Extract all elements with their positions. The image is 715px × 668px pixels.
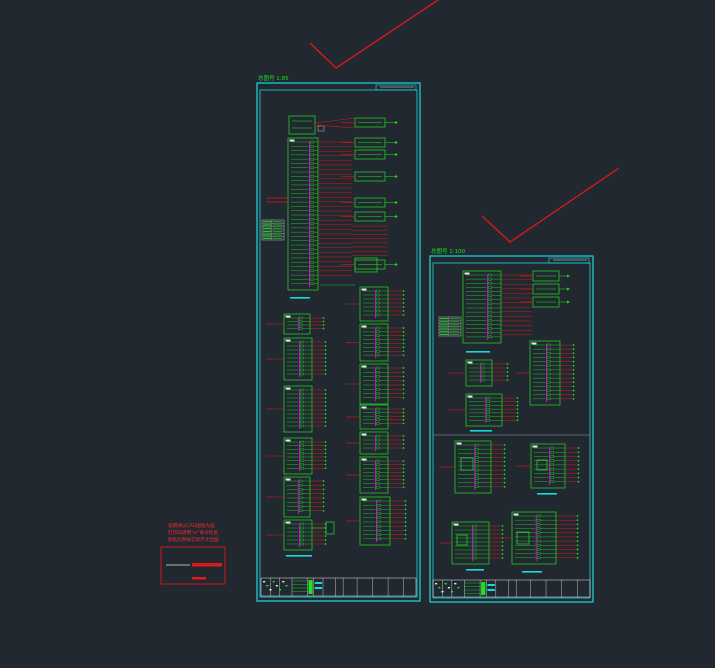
circuit-module (462, 270, 502, 344)
drawing-note-block[interactable]: 说明请以CAD图纸为准 打印前请用"zr"命令检查 图纸比例按实际尺寸出图 (160, 522, 226, 585)
small-relay (325, 521, 335, 535)
parameter-table (438, 316, 462, 337)
right-sheet-outer-frame (429, 255, 594, 603)
revision-check-mark-top (309, 0, 439, 69)
circuit-module (266, 385, 327, 433)
legend-box (160, 546, 226, 585)
incoming-meter (317, 125, 325, 132)
left-sheet-outer-frame (256, 82, 421, 602)
left-sheet-inner-frame (259, 89, 418, 598)
circuit-module (346, 363, 405, 405)
parameter-table (261, 219, 285, 241)
left-title-block (260, 577, 417, 597)
note-line-1: 说明请以CAD图纸为准 (168, 522, 215, 529)
legend-label-bar (192, 577, 206, 580)
diagram-caption-bar (286, 555, 312, 557)
circuit-module (266, 313, 325, 335)
right-sheet-corner-tag (548, 257, 590, 264)
transformer-symbol (456, 534, 468, 546)
left-sheet-corner-tag (375, 84, 417, 91)
diagram-caption-bar (537, 493, 557, 495)
right-sheet-inner-frame (432, 262, 591, 599)
diagram-caption-bar (470, 430, 492, 432)
breaker-box (519, 270, 570, 282)
transformer-symbol (516, 531, 530, 545)
revision-check-mark-right (481, 167, 620, 243)
left-drawing-sheet[interactable]: 总图号 1:85 (256, 74, 421, 602)
breaker-box (519, 296, 570, 308)
title-block-cells (260, 577, 417, 597)
circuit-module (266, 519, 327, 551)
breaker-box (341, 117, 398, 128)
legend-bar-red (192, 563, 222, 567)
circuit-module (346, 404, 405, 430)
circuit-module (346, 496, 407, 546)
breaker-box (341, 211, 398, 222)
circuit-module (516, 340, 575, 406)
breaker-box (341, 197, 398, 208)
circuit-module (266, 337, 327, 381)
diagram-caption-bar (466, 351, 490, 353)
circuit-module (266, 476, 325, 518)
left-sheet-title: 总图号 1:85 (258, 74, 289, 82)
circuit-module (448, 393, 519, 427)
circuit-module (517, 443, 580, 489)
circuit-module (439, 440, 506, 494)
diagram-caption-bar (522, 571, 542, 573)
transformer-symbol (460, 457, 474, 471)
diagram-caption-bar (290, 297, 310, 299)
breaker-box (519, 283, 570, 295)
circuit-module (346, 323, 405, 362)
title-block-cells (432, 579, 591, 598)
circuit-module (346, 286, 405, 322)
breaker-box (341, 171, 398, 182)
left-circuit-diagrams (261, 115, 407, 557)
right-title-block (432, 579, 591, 598)
breaker-box (341, 137, 398, 148)
diagram-caption-bar (466, 569, 484, 571)
aux-panel (354, 257, 378, 273)
note-line-3: 图纸比例按实际尺寸出图 (168, 536, 219, 543)
circuit-module (346, 456, 405, 494)
right-sheet-title: 总图号 1:100 (431, 247, 466, 255)
circuit-module (448, 359, 509, 387)
circuit-module (500, 511, 579, 565)
circuit-module (346, 431, 405, 455)
note-line-2: 打印前请用"zr"命令检查 (168, 529, 218, 536)
breaker-box (341, 149, 398, 160)
right-circuit-diagrams (438, 270, 580, 573)
circuit-module (287, 137, 319, 291)
circuit-module (266, 437, 327, 475)
transformer-symbol (536, 459, 548, 471)
right-drawing-sheet[interactable]: 总图号 1:100 (429, 247, 594, 603)
circuit-module (440, 521, 504, 565)
